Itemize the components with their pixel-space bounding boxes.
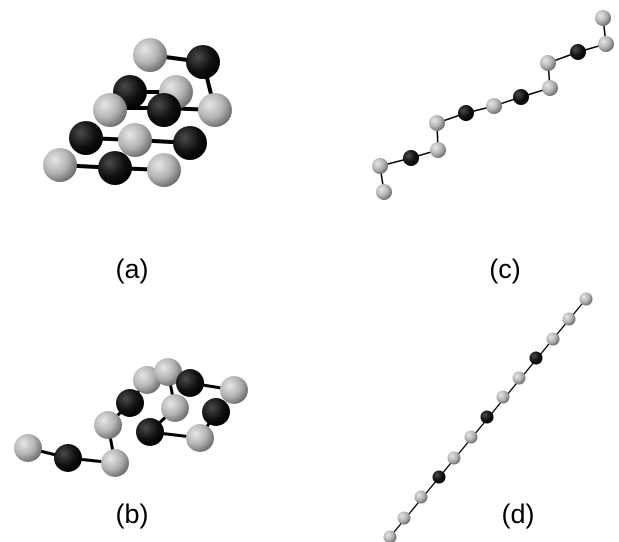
atom-light [93, 93, 127, 127]
panel-d-atoms [383, 292, 593, 542]
panel-b-atoms [14, 358, 248, 477]
atom-light [376, 184, 392, 200]
panel-d-structure [383, 292, 593, 542]
atom-light [154, 358, 182, 386]
atom-light [101, 449, 129, 477]
atom-light [118, 123, 152, 157]
atom-dark [480, 410, 494, 424]
atom-light [383, 530, 397, 542]
atom-light [542, 80, 558, 96]
atom-dark [529, 351, 543, 365]
atom-dark [186, 45, 220, 79]
atom-light [430, 142, 446, 158]
atom-dark [173, 126, 207, 160]
panel-b-label: (b) [116, 499, 149, 529]
atom-light [496, 390, 510, 404]
atom-light [579, 292, 593, 306]
panel-d-label: (d) [502, 499, 535, 529]
atom-dark [54, 444, 82, 472]
panel-c-label: (c) [489, 254, 520, 284]
atom-light [429, 115, 445, 131]
atom-light [147, 153, 181, 187]
panel-a-atoms [43, 38, 232, 187]
atom-dark [570, 44, 586, 60]
atom-light [220, 376, 248, 404]
panel-a-label: (a) [116, 254, 149, 284]
atom-dark [98, 151, 132, 185]
atom-dark [513, 89, 529, 105]
panel-c-atoms [372, 10, 614, 200]
atom-light [161, 394, 189, 422]
atom-light [562, 312, 576, 326]
atom-light [186, 424, 214, 452]
atom-dark [403, 150, 419, 166]
atom-dark [432, 470, 446, 484]
atom-light [198, 93, 232, 127]
atom-light [133, 366, 161, 394]
atom-light [43, 148, 77, 182]
atom-dark [136, 418, 164, 446]
atom-light [540, 55, 556, 71]
atom-dark [176, 369, 204, 397]
panel-b-structure [14, 358, 248, 477]
atom-light [94, 411, 122, 439]
atom-light [546, 332, 560, 346]
atom-light [598, 36, 614, 52]
atom-light [447, 451, 461, 465]
atom-light [14, 434, 42, 462]
atom-light [133, 38, 167, 72]
atom-light [464, 430, 478, 444]
atom-dark [202, 398, 230, 426]
atom-light [397, 511, 411, 525]
atom-light [595, 10, 611, 26]
atom-dark [147, 93, 181, 127]
panel-a-structure [43, 38, 232, 187]
atom-light [486, 98, 502, 114]
atom-light [512, 371, 526, 385]
panel-c-structure [372, 10, 614, 200]
atom-dark [458, 105, 474, 121]
atom-dark [69, 121, 103, 155]
atom-dark [116, 389, 144, 417]
atom-light [414, 490, 428, 504]
atom-light [372, 158, 388, 174]
